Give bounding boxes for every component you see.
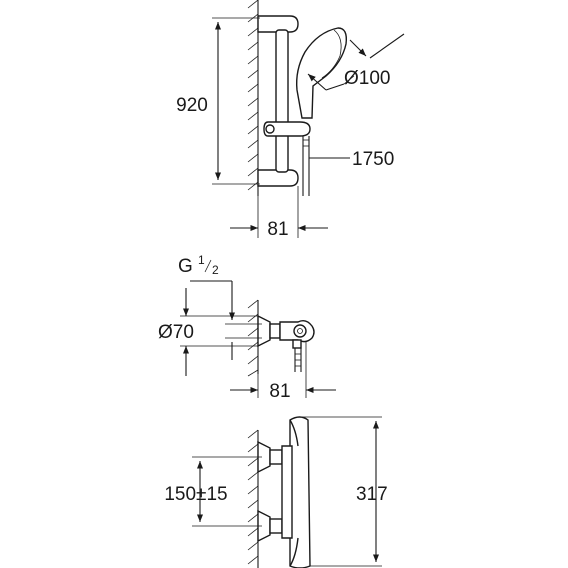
thread-size-prefix: G [178, 256, 193, 277]
outlet-nut [292, 339, 302, 349]
lower-s-union-nut [269, 518, 283, 534]
dim-100-arrow-bottom [307, 73, 327, 91]
s-union-rosette [257, 314, 271, 348]
thread-fraction-slash [204, 259, 212, 273]
center-distance-label: 150±15 [164, 484, 227, 505]
s-union-nut [269, 323, 281, 339]
thermostat-wall-distance-label: 81 [269, 381, 290, 402]
connection-diameter-label: Ø70 [158, 322, 194, 343]
upper-handle-curve [289, 419, 299, 447]
thermostat-front-view: 150±15 317 [164, 416, 388, 568]
upper-s-union-nut [269, 449, 283, 465]
rail-height-label: 920 [176, 95, 208, 116]
shower-rail [275, 29, 289, 173]
wall-hatching-top [247, 0, 259, 191]
rail-bottom-bracket [257, 169, 299, 187]
thermostat-knob-side [293, 324, 307, 338]
rail-slider [263, 121, 311, 137]
rail-wall-distance-label: 81 [267, 219, 288, 240]
upper-s-union-rosette [257, 440, 271, 474]
wall-hatching-bottom [247, 429, 259, 565]
dim-100-leader-bottom [325, 83, 345, 91]
hand-shower-face [321, 29, 342, 79]
thermostat-body-spine [281, 445, 293, 539]
hand-shower-diameter-label: Ø100 [344, 68, 390, 89]
lower-handle-curve [289, 537, 299, 567]
lower-s-union-rosette [257, 509, 271, 543]
thread-size-numerator: 1 [198, 253, 205, 267]
dim-100-leader-top [369, 33, 405, 59]
slider-knob [265, 124, 275, 134]
shower-rail-view: 920 Ø100 1750 81 [176, 0, 405, 240]
thermostat-height-label: 317 [356, 484, 388, 505]
dim-100-arrow-top [349, 39, 367, 57]
thread-size-denominator: 2 [212, 263, 219, 277]
rail-top-bracket [257, 15, 299, 33]
hand-shower [295, 27, 348, 119]
thermostat-side-view: G 1 2 Ø70 81 [158, 253, 336, 402]
hose-length-label: 1750 [352, 149, 394, 170]
thermostat-body-front [289, 416, 311, 568]
